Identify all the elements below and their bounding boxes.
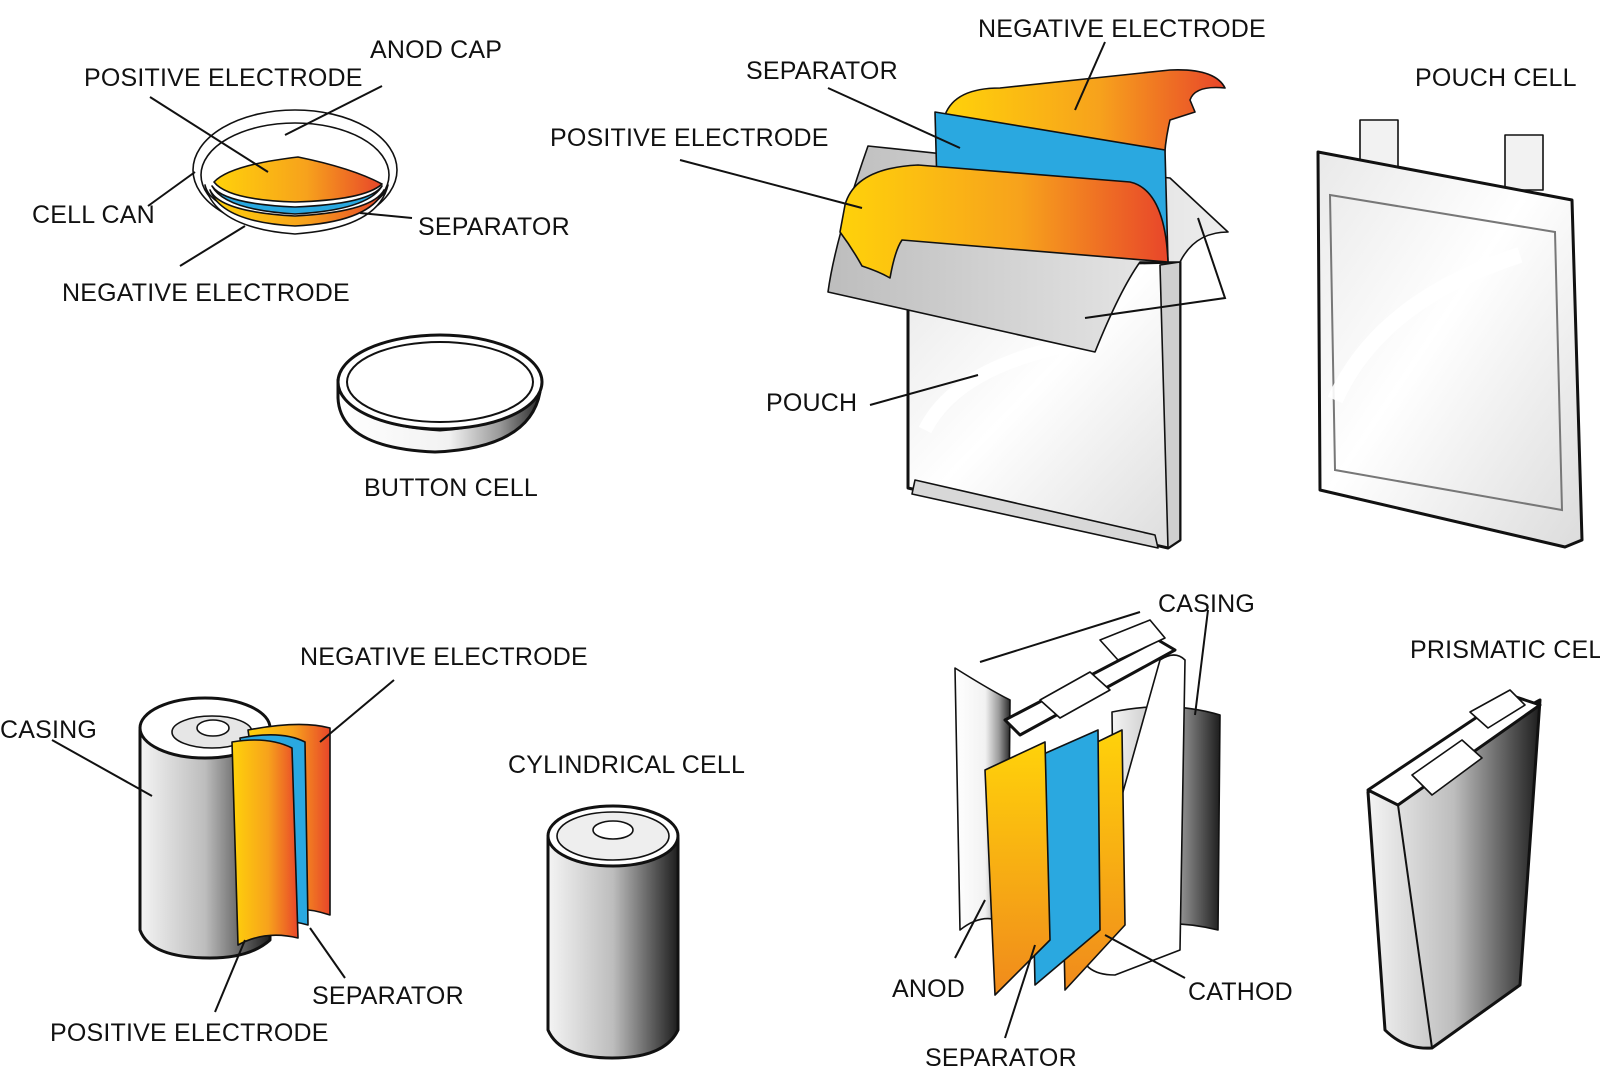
- label-anod-cap: ANOD CAP: [370, 36, 502, 64]
- pouch-positive-electrode: [839, 164, 1169, 279]
- prismatic-cell-exploded: [954, 619, 1221, 996]
- button-cell-leaders: [147, 85, 413, 267]
- label-prismatic-anod: ANOD: [892, 975, 965, 1003]
- label-cylinder-positive-electrode: POSITIVE ELECTRODE: [50, 1019, 329, 1047]
- positive-electrode-layer: [213, 156, 383, 203]
- label-button-positive-electrode: POSITIVE ELECTRODE: [84, 64, 363, 92]
- label-prismatic-separator: SEPARATOR: [925, 1044, 1077, 1072]
- caption-pouch-cell: POUCH CELL: [1415, 64, 1577, 92]
- cylindrical-cell-icon: [546, 804, 680, 1060]
- label-pouch-negative-electrode: NEGATIVE ELECTRODE: [978, 15, 1266, 43]
- button-cell-exploded: [192, 109, 398, 235]
- cylinder-positive-electrode: [231, 739, 299, 946]
- separator-layer: [211, 185, 383, 215]
- prismatic-cell-leaders: [954, 609, 1209, 1039]
- cylindrical-cell-leaders: [51, 679, 395, 1013]
- caption-cylindrical-cell: CYLINDRICAL CELL: [508, 751, 745, 779]
- label-pouch-separator: SEPARATOR: [746, 57, 898, 85]
- label-cylinder-casing: CASING: [0, 716, 97, 744]
- pouch-negative-electrode: [944, 69, 1226, 171]
- negative-electrode-layer: [209, 189, 385, 227]
- cylindrical-cell-exploded: [138, 696, 331, 960]
- label-cylinder-negative-electrode: NEGATIVE ELECTRODE: [300, 643, 588, 671]
- caption-button-cell: BUTTON CELL: [364, 474, 538, 502]
- pouch-cell-icon: [1316, 119, 1584, 549]
- label-cell-can: CELL CAN: [32, 201, 155, 229]
- label-prismatic-cathod: CATHOD: [1188, 978, 1293, 1006]
- label-pouch-positive-electrode: POSITIVE ELECTRODE: [550, 124, 829, 152]
- pouch-cell-exploded: [827, 69, 1229, 550]
- label-button-separator: SEPARATOR: [418, 213, 570, 241]
- pouch-cell-leaders: [679, 41, 1227, 406]
- button-cell-icon: [336, 333, 544, 454]
- label-pouch: POUCH: [766, 389, 857, 417]
- label-prismatic-casing: CASING: [1158, 590, 1255, 618]
- label-cylinder-separator: SEPARATOR: [312, 982, 464, 1010]
- prismatic-anod: [984, 741, 1051, 996]
- label-button-negative-electrode: NEGATIVE ELECTRODE: [62, 279, 350, 307]
- caption-prismatic-cell: PRISMATIC CELL: [1410, 636, 1600, 664]
- prismatic-cell-icon: [1366, 689, 1542, 1050]
